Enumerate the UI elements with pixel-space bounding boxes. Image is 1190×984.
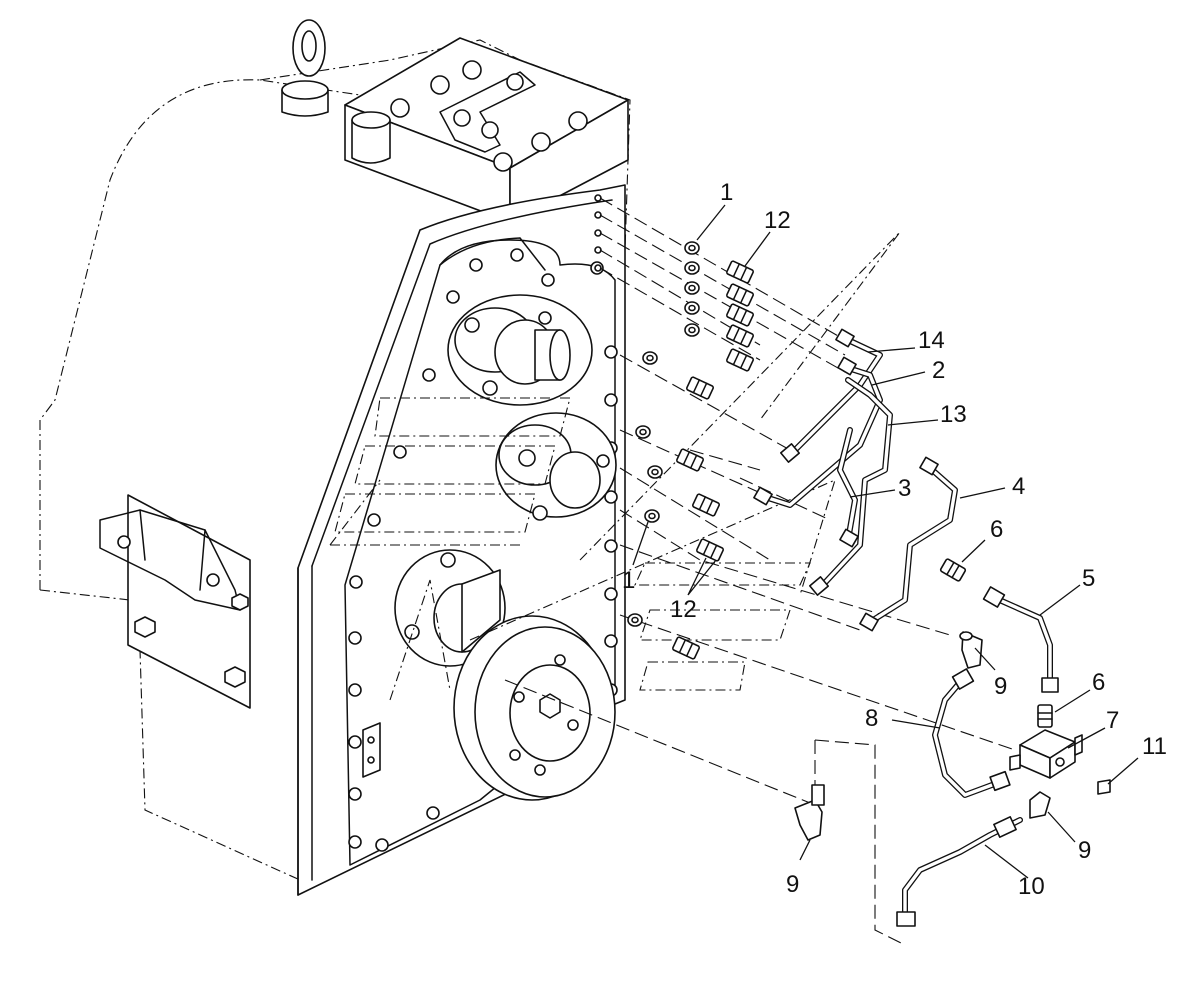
callout-9-c: 9 (786, 871, 799, 898)
upper-pump-assembly (447, 294, 593, 406)
plate-bolts (348, 248, 618, 852)
plug-11 (1097, 779, 1111, 795)
callout-9-b: 9 (1078, 837, 1091, 864)
callout-2: 2 (932, 357, 945, 384)
adapter-fittings (672, 260, 754, 660)
callout-8: 8 (865, 705, 878, 732)
flywheel (453, 615, 616, 801)
callout-12-mid: 12 (670, 596, 697, 623)
callout-6-b: 6 (1092, 669, 1105, 696)
tube-5 (982, 586, 1059, 693)
tee-block-7 (1009, 729, 1083, 779)
tube-2 (753, 356, 883, 508)
tube-8 (932, 668, 1011, 798)
callout-3: 3 (898, 475, 911, 502)
callout-5: 5 (1082, 565, 1095, 592)
middle-pump-assembly (495, 412, 617, 521)
callout-7: 7 (1106, 707, 1119, 734)
callout-13: 13 (940, 401, 967, 428)
callout-4: 4 (1012, 473, 1025, 500)
callout-1-top: 1 (720, 179, 733, 206)
elbow-9-bottom (794, 784, 825, 841)
tube-13 (808, 377, 893, 596)
tube-3 (837, 427, 859, 548)
mounting-bracket (99, 494, 251, 709)
callout-14: 14 (918, 327, 945, 354)
callout-labels: 1 12 14 2 13 3 4 6 5 1 12 9 6 7 8 11 9 9… (622, 179, 1167, 900)
elbow-9-lower-right (1029, 791, 1051, 819)
leader-lines (632, 204, 1139, 879)
tube-14 (779, 328, 883, 463)
fitting-6-upper (939, 558, 967, 582)
callout-10: 10 (1018, 873, 1045, 900)
callout-1-mid: 1 (622, 567, 635, 594)
tube-4 (859, 456, 958, 632)
fitting-6-lower (1037, 704, 1053, 728)
callout-12-top: 12 (764, 207, 791, 234)
callout-6-a: 6 (990, 516, 1003, 543)
phantom-outlines (329, 231, 901, 701)
washers (627, 241, 700, 627)
cover-bolts (390, 60, 588, 172)
elbow-9-upper (959, 631, 983, 669)
callout-11: 11 (1142, 733, 1167, 760)
top-cover-block (281, 19, 629, 223)
callout-9-a: 9 (994, 673, 1007, 700)
tube-10 (896, 816, 1023, 927)
